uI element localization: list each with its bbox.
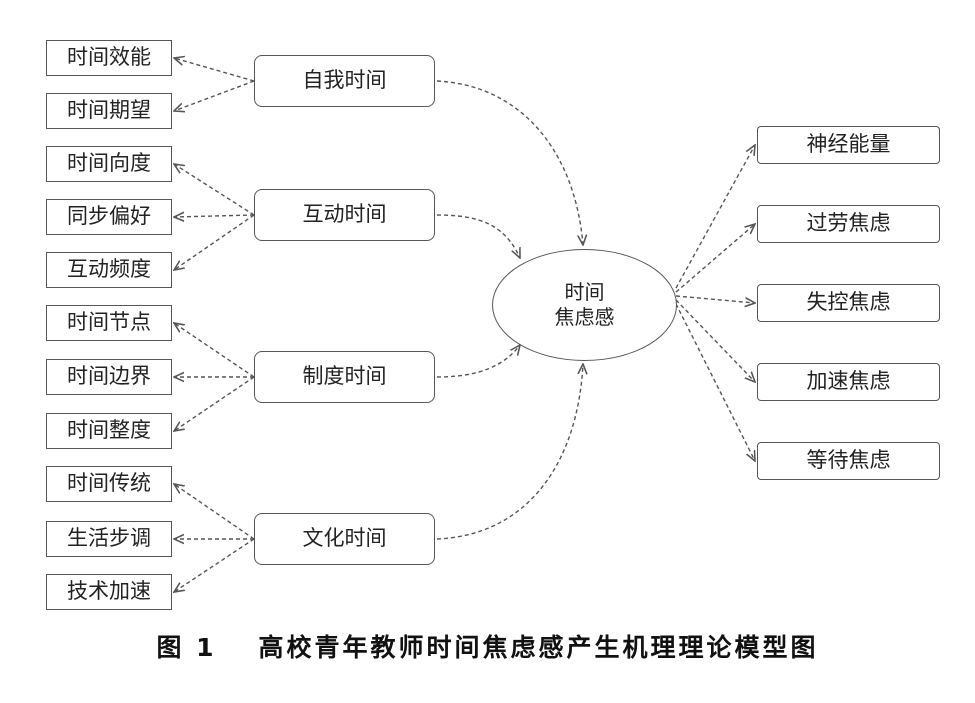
leaf-node: 时间节点 [46, 305, 172, 341]
outcome-node: 加速焦虑 [757, 363, 940, 401]
group-to-leaf-arrow [174, 80, 255, 111]
group-to-leaf-arrow [174, 214, 255, 270]
leaf-node: 时间传统 [46, 466, 172, 502]
leaf-node: 生活步调 [46, 521, 172, 557]
center-label-line2: 焦虑感 [554, 305, 615, 329]
group-node-self-time: 自我时间 [254, 55, 435, 107]
center-to-outcome-arrow [675, 295, 755, 303]
figure-number: 图 1 [156, 633, 217, 662]
group-node-institution-time: 制度时间 [254, 351, 435, 403]
outcome-node: 等待焦虑 [757, 442, 940, 480]
leaf-node: 时间向度 [46, 146, 172, 182]
group-node-interaction-time: 互动时间 [254, 189, 435, 241]
leaf-node: 时间效能 [46, 40, 172, 76]
center-to-outcome-arrow [675, 299, 755, 382]
center-node: 时间 焦虑感 [492, 249, 677, 361]
leaf-node: 时间期望 [46, 93, 172, 129]
figure-title: 高校青年教师时间焦虑感产生机理理论模型图 [258, 633, 819, 662]
figure-caption: 图 1 高校青年教师时间焦虑感产生机理理论模型图 [0, 628, 975, 664]
leaf-node: 互动频度 [46, 252, 172, 288]
outcome-node: 过劳焦虑 [757, 205, 940, 243]
group-to-leaf-arrow [174, 484, 255, 540]
group-to-center-arrow [436, 214, 520, 258]
leaf-node: 技术加速 [46, 574, 172, 610]
center-to-outcome-arrow [675, 224, 755, 293]
center-to-outcome-arrow [675, 303, 755, 461]
leaf-node: 时间边界 [46, 359, 172, 395]
group-to-leaf-arrow [174, 58, 255, 82]
group-to-center-arrow [436, 345, 520, 378]
outcome-node: 神经能量 [757, 126, 940, 164]
leaf-node: 时间整度 [46, 413, 172, 449]
outcome-node: 失控焦虑 [757, 284, 940, 322]
group-to-center-arrow [436, 80, 583, 245]
group-to-leaf-arrow [174, 376, 255, 431]
group-node-culture-time: 文化时间 [254, 513, 435, 565]
group-to-leaf-arrow [174, 538, 255, 592]
group-to-leaf-arrow [174, 215, 255, 217]
leaf-node: 同步偏好 [46, 199, 172, 235]
group-to-leaf-arrow [174, 323, 255, 378]
center-to-outcome-arrow [675, 145, 755, 289]
group-to-leaf-arrow [174, 164, 255, 216]
center-label-line1: 时间 [564, 280, 605, 304]
group-to-center-arrow [436, 364, 583, 540]
